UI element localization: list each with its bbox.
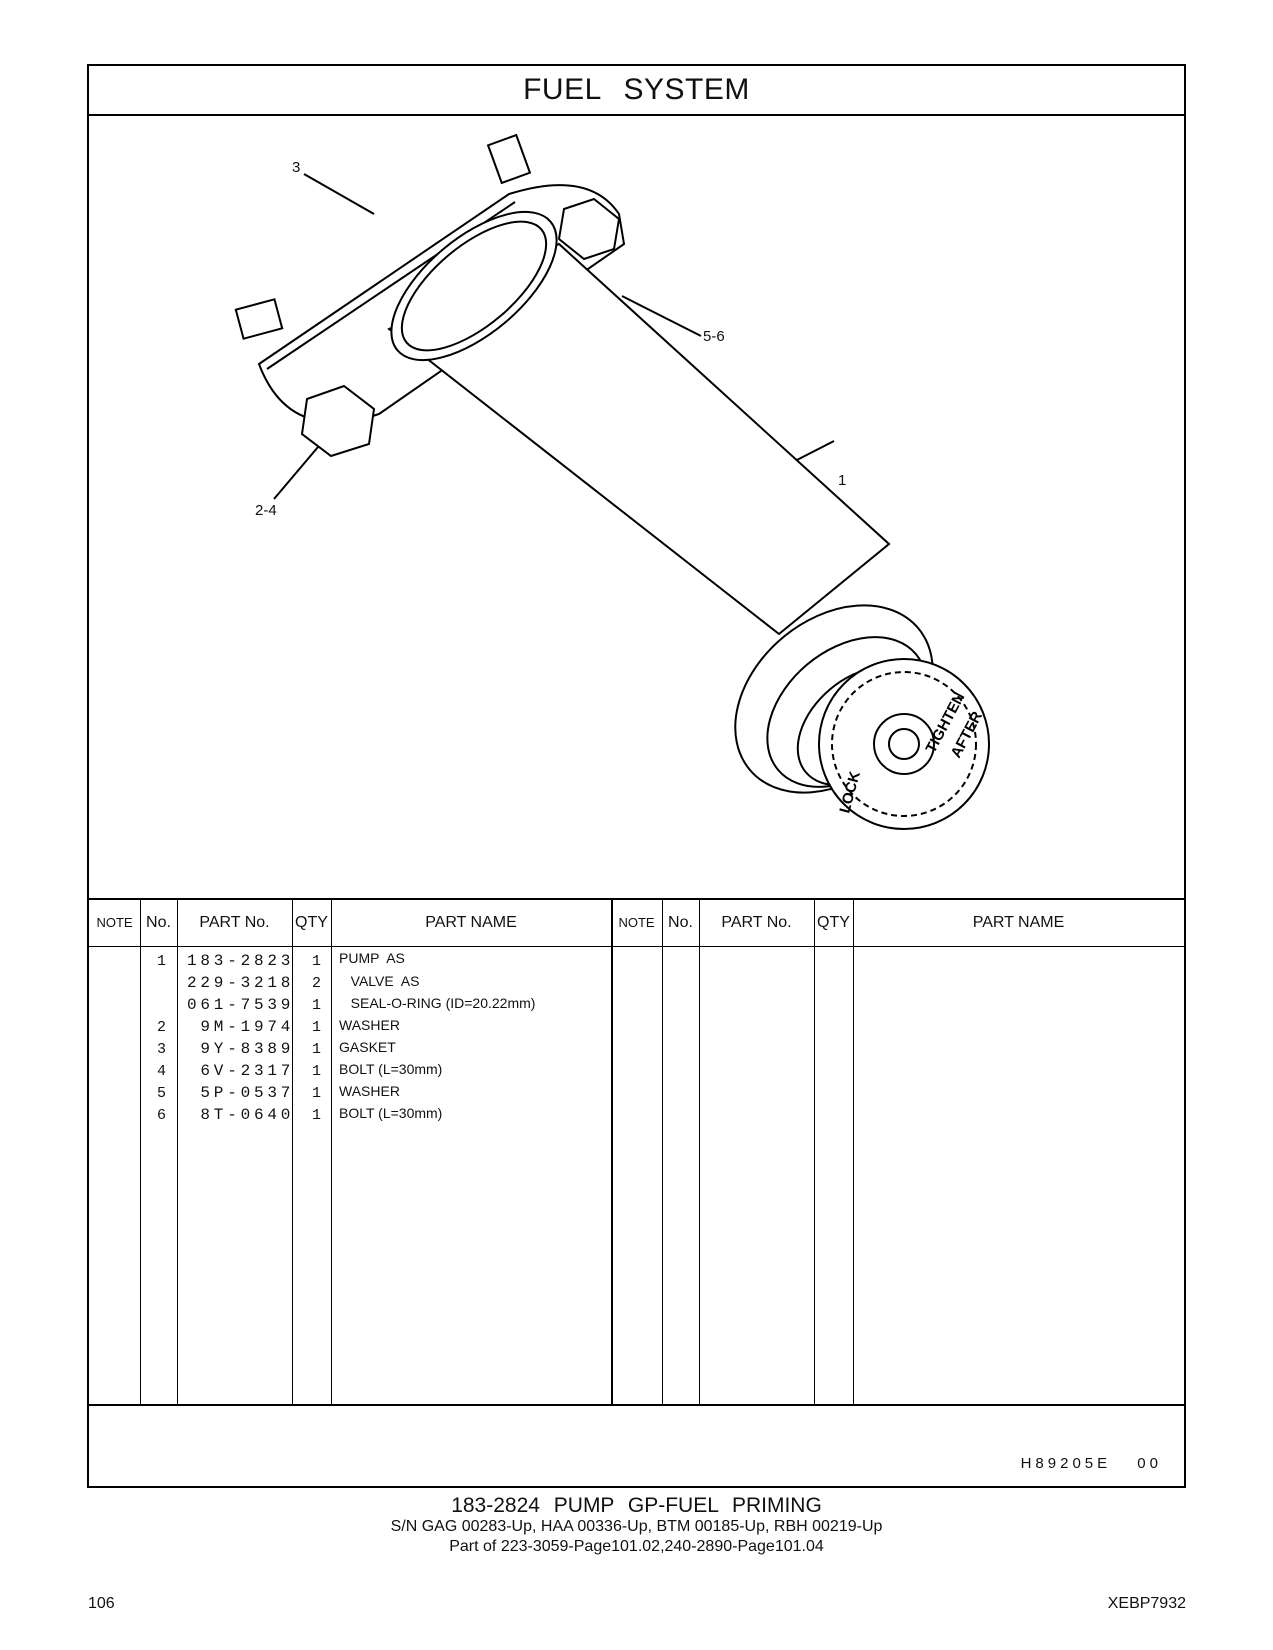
callout-3: 3: [292, 159, 301, 176]
row-5-qty: 1: [311, 1041, 321, 1058]
page-frame: FUEL SYSTEM: [87, 64, 1186, 1488]
header-note-right: NOTE: [618, 915, 655, 930]
row-3-qty: 1: [311, 997, 321, 1014]
row-6-qty: 1: [311, 1063, 321, 1080]
row-1-no: 1: [156, 953, 166, 970]
caption-serial-numbers: S/N GAG 00283-Up, HAA 00336-Up, BTM 0018…: [390, 1518, 883, 1535]
row-5-name: GASKET: [339, 1039, 396, 1055]
row-4-name: WASHER: [339, 1017, 400, 1033]
row-2-qty: 2: [311, 975, 321, 992]
stud-left: [234, 298, 284, 340]
row-1-qty: 1: [311, 953, 321, 970]
row-8-qty: 1: [311, 1107, 321, 1124]
row-3-name: SEAL-O-RING (ID=20.22mm): [339, 995, 536, 1011]
row-6-no: 4: [156, 1063, 166, 1080]
header-no-left: No.: [146, 914, 171, 931]
callout-2-4: 2-4: [255, 502, 277, 519]
row-5-part-no: 9Y-8389: [187, 1040, 295, 1058]
section-title: FUEL SYSTEM: [89, 66, 1184, 116]
header-part-no-left: PART No.: [199, 914, 270, 931]
callout-5-6: 5-6: [703, 328, 725, 345]
header-part-name-right: PART NAME: [972, 914, 1065, 931]
caption-group-title: 183-2824 PUMP GP-FUEL PRIMING: [451, 1494, 822, 1517]
page-number: 106: [88, 1595, 115, 1612]
row-8-name: BOLT (L=30mm): [339, 1105, 443, 1121]
callout-1: 1: [838, 472, 847, 489]
caption-part-of: Part of 223-3059-Page101.02,240-2890-Pag…: [449, 1538, 824, 1555]
row-3-part-no: 061-7539: [187, 996, 295, 1014]
row-8-part-no: 8T-0640: [187, 1106, 295, 1124]
leader-line-5-6: [621, 295, 702, 337]
header-no-right: No.: [668, 914, 693, 931]
parts-table: NOTE No. PART No. QTY PART NAME NOTE No.…: [89, 898, 1184, 1406]
illustration-code: H89205E 00: [1020, 1455, 1162, 1472]
row-1-name: PUMP AS: [339, 950, 405, 966]
hex-bolt-right: [557, 197, 621, 261]
row-7-name: WASHER: [339, 1083, 400, 1099]
row-8-no: 6: [156, 1107, 166, 1124]
row-4-part-no: 9M-1974: [187, 1018, 295, 1036]
row-2-name: VALVE AS: [339, 973, 420, 989]
row-7-qty: 1: [311, 1085, 321, 1102]
row-4-no: 2: [156, 1019, 166, 1036]
document-number: XEBP7932: [1107, 1595, 1186, 1612]
header-note-left: NOTE: [96, 915, 133, 930]
header-qty-left: QTY: [295, 914, 328, 931]
row-5-no: 3: [156, 1041, 166, 1058]
row-7-part-no: 5P-0537: [187, 1084, 295, 1102]
row-6-part-no: 6V-2317: [187, 1062, 295, 1080]
tube-collar: [390, 210, 558, 362]
illustration: TIGHTEN AFTER LOCK 3 5-6 1 2-4: [89, 114, 1184, 898]
row-1-part-no: 183-2823: [187, 952, 295, 970]
hex-bolt-left: [300, 384, 376, 458]
stud-top: [486, 133, 532, 185]
header-part-no-right: PART No.: [721, 914, 792, 931]
row-7-no: 5: [156, 1085, 166, 1102]
fuel-pump-drawing: TIGHTEN AFTER LOCK: [234, 133, 990, 830]
row-2-part-no: 229-3218: [187, 974, 295, 992]
row-6-name: BOLT (L=30mm): [339, 1061, 443, 1077]
leader-line-3: [303, 173, 375, 215]
header-part-name-left: PART NAME: [425, 914, 517, 931]
row-4-qty: 1: [311, 1019, 321, 1036]
header-qty-right: QTY: [817, 914, 850, 931]
